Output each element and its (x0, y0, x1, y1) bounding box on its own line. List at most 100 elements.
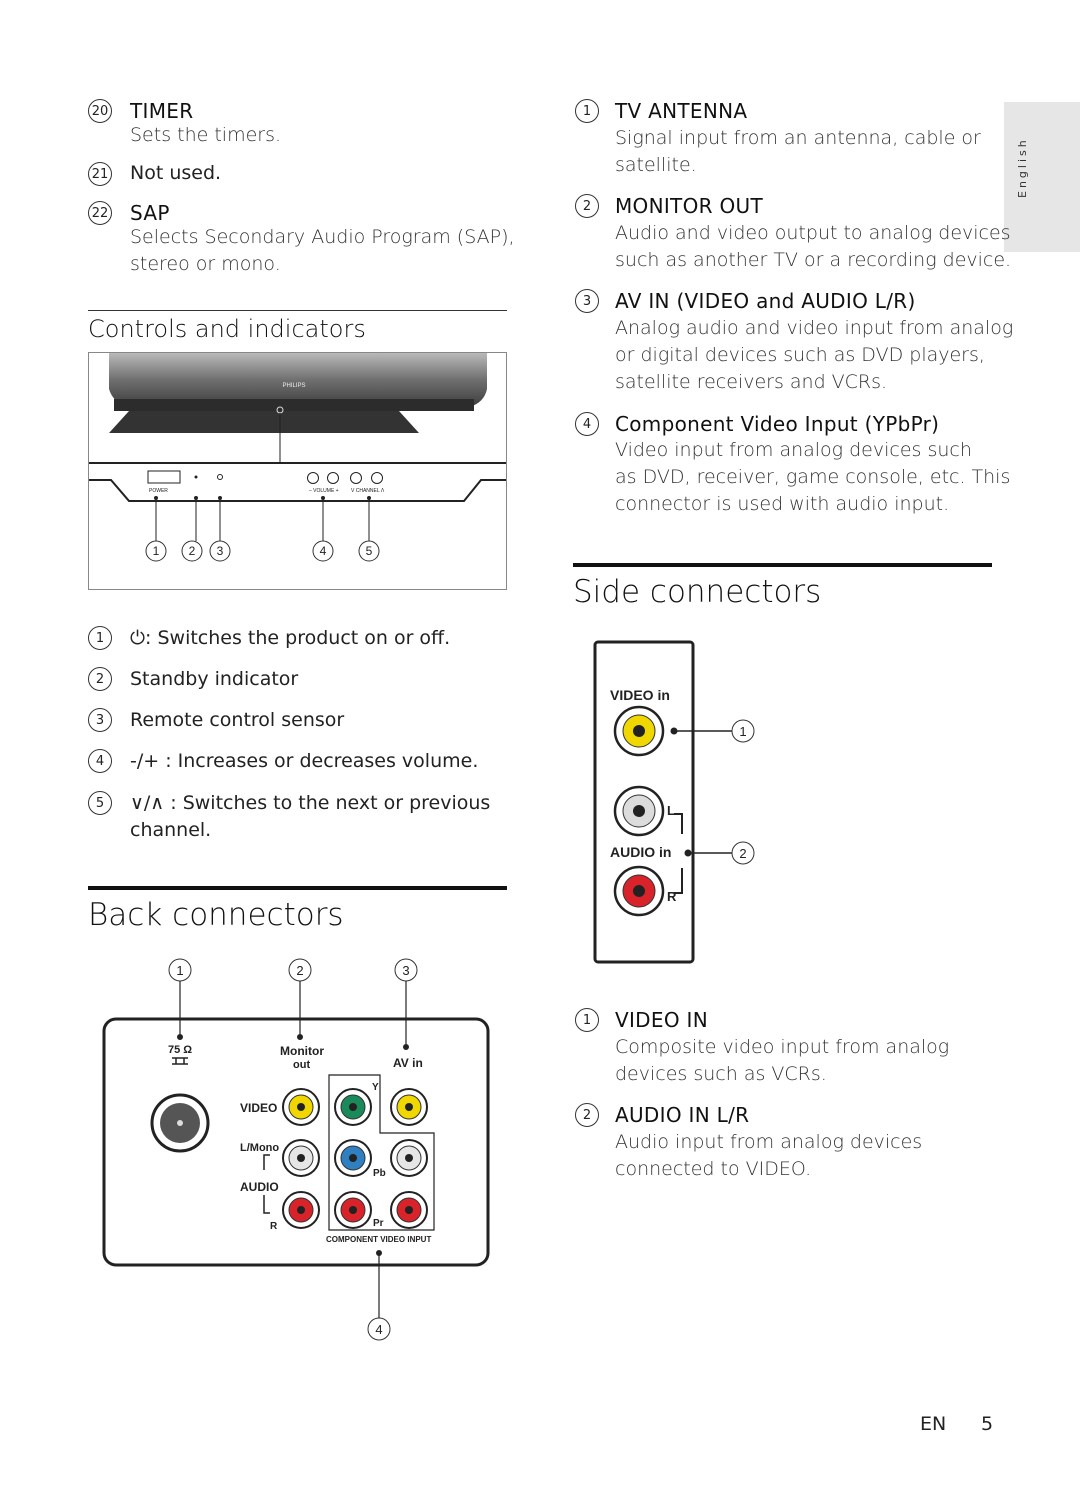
rca-jack-side-video (613, 705, 665, 757)
description-line: connector is used with audio input. (615, 493, 950, 515)
section-divider (573, 563, 992, 567)
pr-label: Pr (373, 1218, 384, 1229)
component-video-heading: Component Video Input (YPbPr) (615, 412, 940, 436)
side-connectors-diagram: VIDEO in L AUDIO in R 1 2 (590, 638, 770, 966)
rca-jack-audio-r-out (282, 1191, 320, 1229)
description-line: or digital devices such as DVD players, (615, 344, 985, 366)
tv-stand (109, 411, 419, 433)
item-number-badge: 2 (88, 667, 112, 691)
sap-heading: SAP (130, 201, 170, 225)
description-line: Video input from analog devices such (615, 439, 972, 461)
item-number-badge: 1 (88, 626, 112, 650)
callout-2: 2 (739, 846, 746, 861)
timer-heading: TIMER (130, 99, 194, 123)
control-item-text-continued: channel. (130, 819, 212, 841)
power-label: POWER (149, 488, 168, 494)
callout-3: 3 (402, 963, 409, 978)
rca-jack-y (334, 1088, 372, 1126)
timer-description: Sets the timers. (130, 124, 282, 146)
language-tab-label: English (1016, 137, 1029, 198)
item-number-badge: 5 (88, 791, 112, 815)
footer-language: EN (920, 1413, 947, 1435)
callout-1: 1 (176, 963, 183, 978)
control-item-text: ⏻: Switches the product on or off. (130, 627, 451, 649)
standby-indicator (194, 475, 198, 479)
monitor-label: Monitor (280, 1044, 324, 1058)
callout-2: 2 (296, 963, 303, 978)
callout-3: 3 (217, 544, 224, 558)
callout-2: 2 (189, 544, 196, 558)
controls-heading: Controls and indicators (88, 315, 366, 343)
description-line: Signal input from an antenna, cable or (615, 127, 981, 149)
callout-1: 1 (739, 724, 746, 739)
description-line: connected to VIDEO. (615, 1158, 812, 1180)
description-line: Audio and video output to analog devices (615, 222, 1011, 244)
rca-jack-side-audio-l (613, 785, 665, 837)
l-mono-label: L/Mono (240, 1142, 279, 1154)
audio-label: AUDIO (240, 1180, 279, 1194)
not-used-text: Not used. (130, 162, 222, 184)
sap-description-line2: stereo or mono. (130, 253, 281, 275)
description-line: such as another TV or a recording device… (615, 249, 1012, 271)
control-item-text: Remote control sensor (130, 709, 345, 731)
description-line: devices such as VCRs. (615, 1063, 827, 1085)
rca-jack-av-audio-r-in (390, 1191, 428, 1229)
tv-brand-logo: PHILIPS (282, 383, 305, 389)
section-divider (88, 310, 507, 311)
item-number-badge: 2 (575, 194, 599, 218)
callout-1: 1 (153, 544, 160, 558)
description-line: Composite video input from analog (615, 1036, 950, 1058)
item-number-badge: 1 (575, 99, 599, 123)
sap-description-line1: Selects Secondary Audio Program (SAP), (130, 226, 515, 248)
remote-sensor (217, 474, 223, 480)
description-line: satellite receivers and VCRs. (615, 371, 888, 393)
av-in-label: AV in (393, 1056, 423, 1070)
back-connectors-diagram: 1 2 3 4 75 Ω Monitor out AV in VIDEO L/M… (100, 955, 492, 1345)
controls-diagram: PHILIPS POWER – VOLUME + V CHANNEL Λ 1 2… (88, 352, 507, 590)
pb-label: Pb (373, 1168, 386, 1179)
rca-jack-pr (334, 1191, 372, 1229)
video-in-label: VIDEO in (610, 687, 670, 703)
description-line: as DVD, receiver, game console, etc. Thi… (615, 466, 1011, 488)
description-line: satellite. (615, 154, 697, 176)
rca-jack-video-out (282, 1088, 320, 1126)
tv-base (114, 399, 474, 411)
callout-4: 4 (375, 1322, 382, 1337)
tv-bezel (109, 353, 487, 407)
item-number-badge: 22 (88, 201, 112, 225)
y-label: Y (372, 1082, 379, 1093)
item-number-badge: 4 (575, 412, 599, 436)
language-tab: English (1004, 102, 1080, 252)
power-button (147, 470, 181, 484)
volume-label: – VOLUME + (309, 488, 339, 494)
rca-jack-audio-l-out (282, 1139, 320, 1177)
antenna-impedance-label: 75 Ω (168, 1044, 192, 1056)
item-number-badge: 20 (88, 99, 112, 123)
tv-antenna-heading: TV ANTENNA (615, 99, 748, 123)
back-panel-outline (102, 1017, 490, 1267)
side-r-label: R (667, 889, 677, 904)
monitor-out-label: out (293, 1059, 310, 1071)
item-number-badge: 3 (575, 289, 599, 313)
rca-jack-av-audio-l-in (390, 1139, 428, 1177)
audio-in-label: AUDIO in (610, 844, 671, 860)
monitor-out-heading: MONITOR OUT (615, 194, 763, 218)
control-item-text: Standby indicator (130, 668, 299, 690)
channel-label: V CHANNEL Λ (351, 488, 385, 494)
r-label: R (270, 1221, 278, 1232)
item-number-badge: 1 (575, 1008, 599, 1032)
item-number-badge: 3 (88, 708, 112, 732)
video-in-heading: VIDEO IN (615, 1008, 708, 1032)
rca-jack-av-video-in (390, 1088, 428, 1126)
back-connectors-heading: Back connectors (88, 897, 344, 933)
video-label: VIDEO (240, 1101, 277, 1115)
item-number-badge: 21 (88, 162, 112, 186)
callout-5: 5 (366, 544, 373, 558)
rca-jack-pb (334, 1139, 372, 1177)
section-divider (88, 886, 507, 890)
av-in-heading: AV IN (VIDEO and AUDIO L/R) (615, 289, 916, 313)
control-item-text: -/+ : Increases or decreases volume. (130, 750, 479, 772)
component-input-bracket (328, 1074, 435, 1231)
item-number-badge: 2 (575, 1103, 599, 1127)
side-panel-outline (593, 640, 695, 964)
